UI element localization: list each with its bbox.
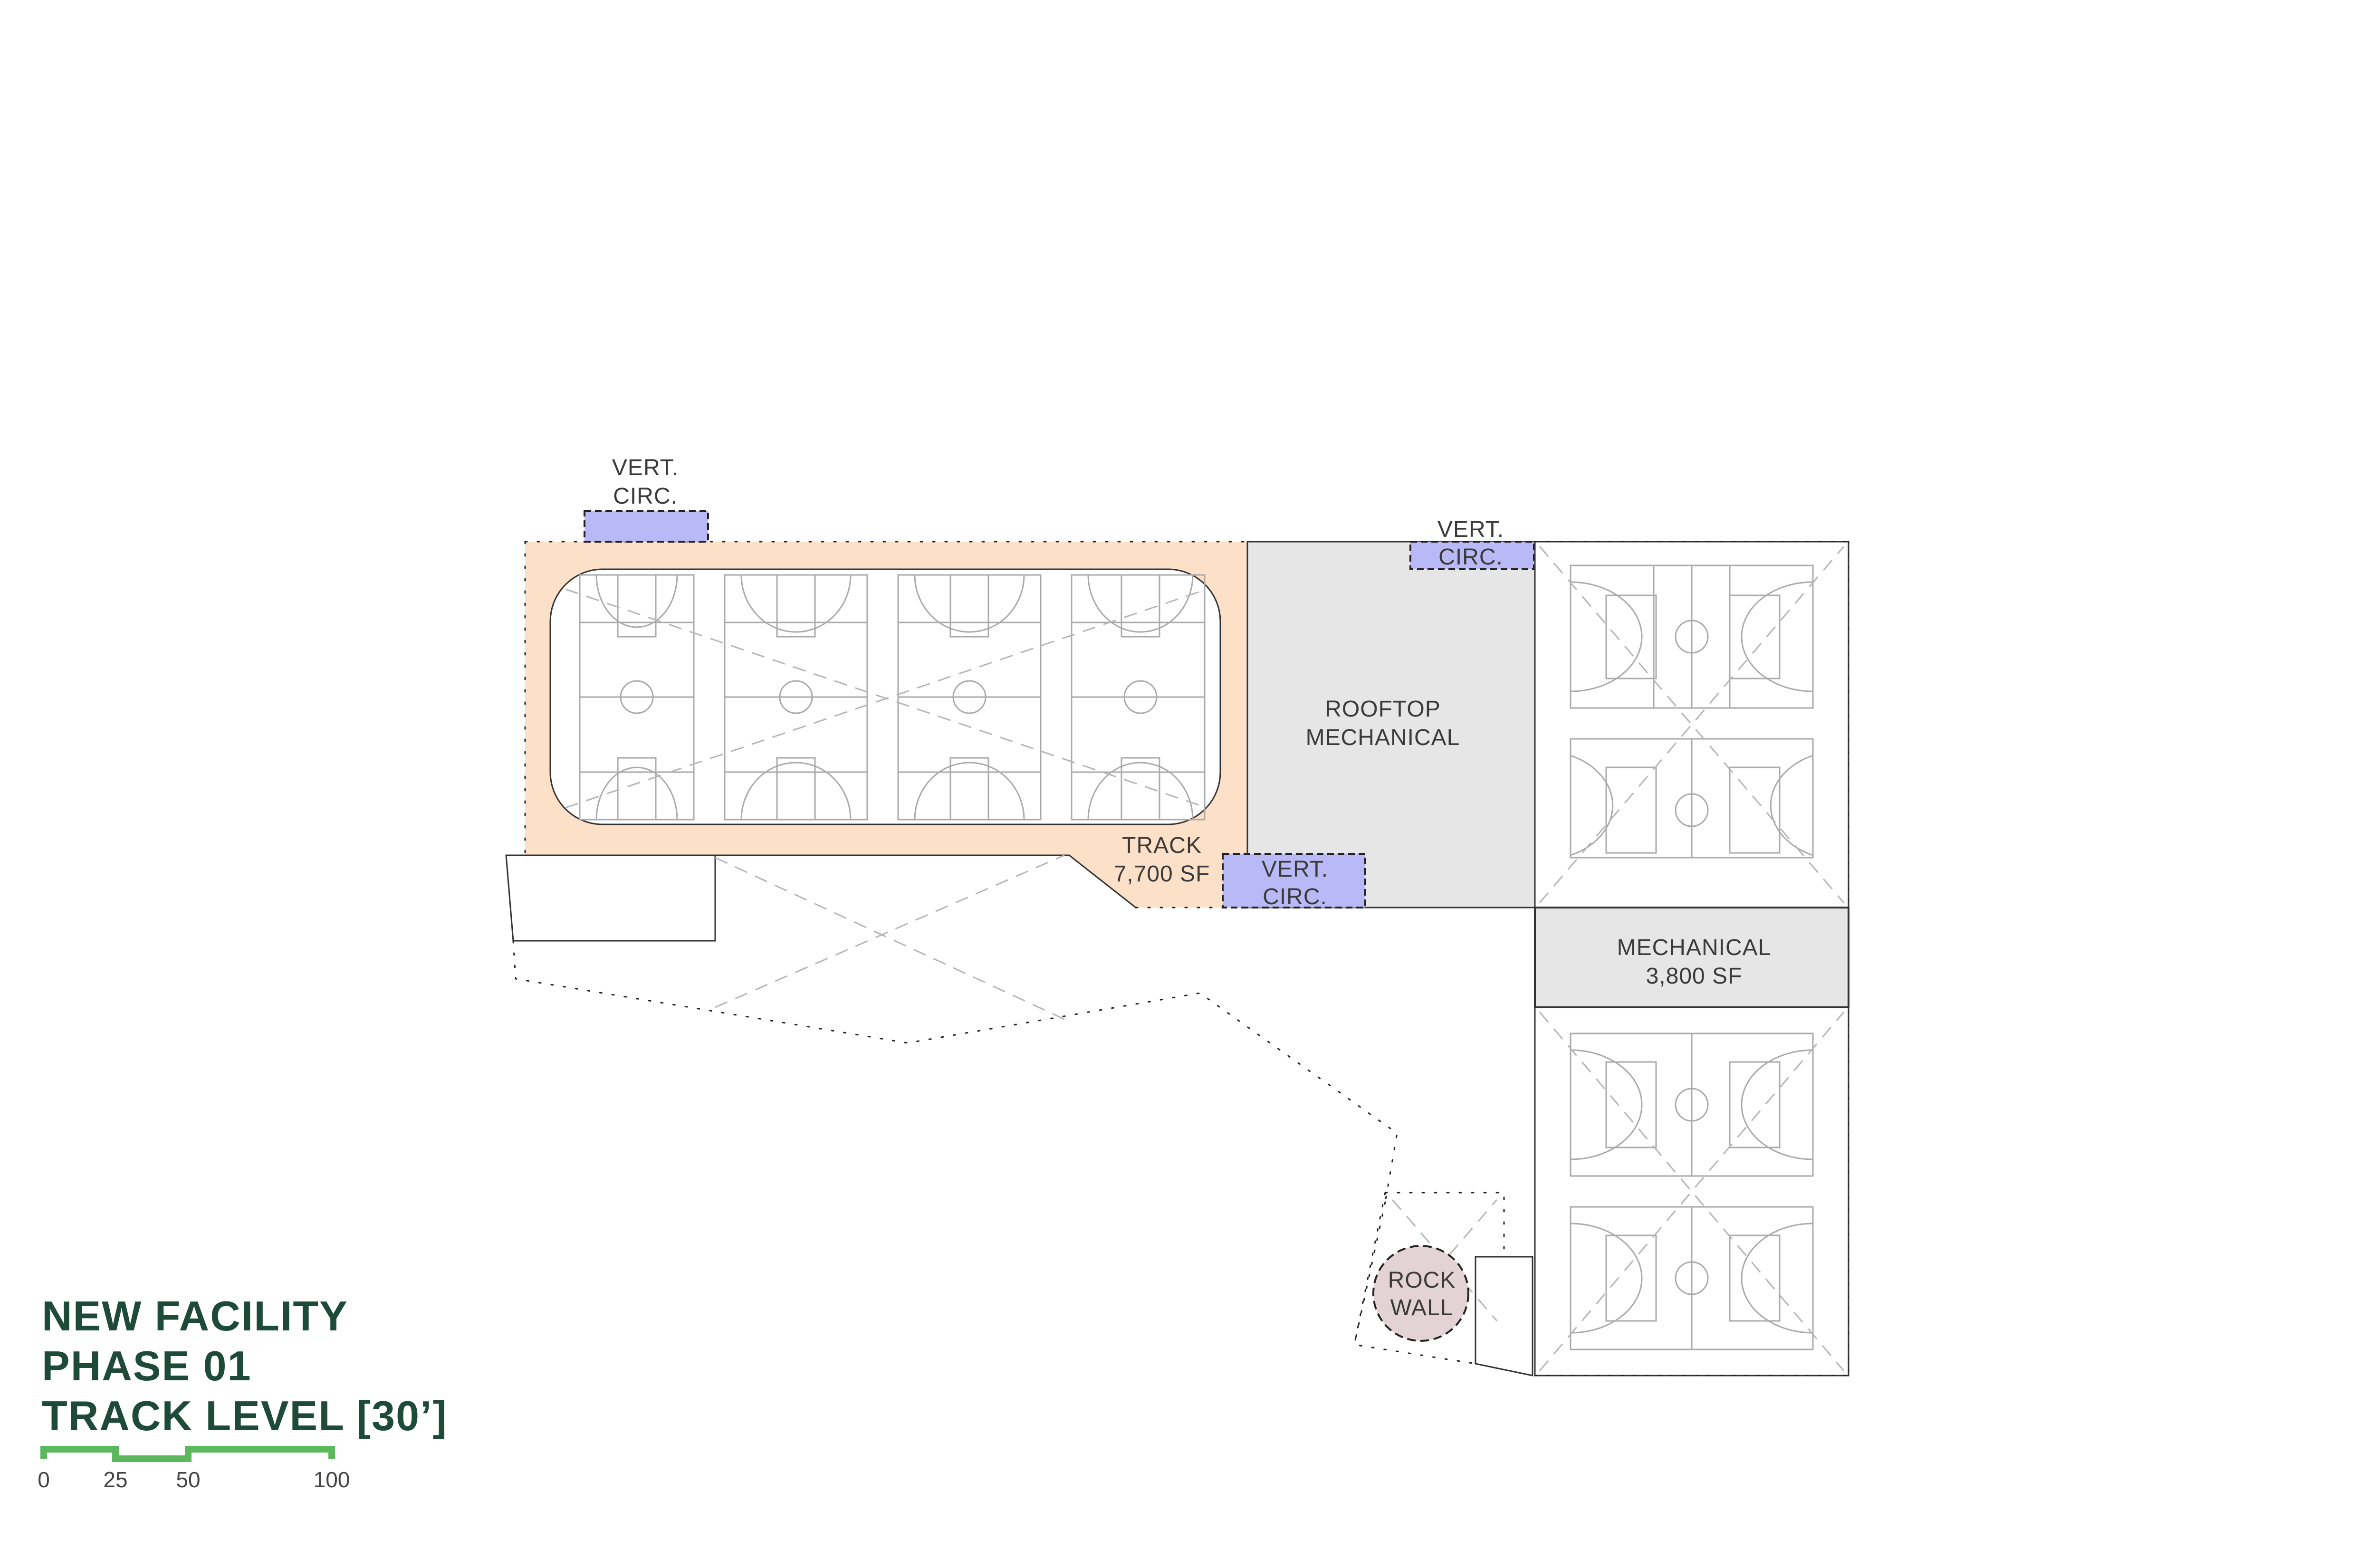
mechanical-area	[1534, 907, 1849, 1008]
rock-wall-label-1: ROCK	[1388, 1268, 1456, 1293]
vert-circ-top-box	[584, 510, 709, 543]
court-8	[1570, 1206, 1814, 1350]
vert-circ-top-label-1: VERT.	[612, 455, 679, 480]
mechanical-label-2: 3,800 SF	[1646, 964, 1743, 989]
court-4	[1071, 574, 1206, 821]
vert-circ-top-label-2: CIRC.	[613, 484, 678, 509]
vert-circ-bottom-box	[1222, 853, 1366, 908]
vert-circ-right-label-1: VERT.	[1437, 517, 1504, 542]
track-courts	[579, 574, 1206, 821]
rock-wall-circle	[1372, 1245, 1469, 1342]
low-roof-block	[505, 854, 716, 942]
running-track-oval	[549, 568, 1221, 825]
track-open-to-below	[565, 588, 1207, 809]
vert-circ-right-label-2: CIRC.	[1438, 545, 1503, 570]
mechanical-label-1: MECHANICAL	[1617, 935, 1772, 960]
rooftop-mech-area	[1246, 541, 1536, 908]
right-courts-upper	[1539, 546, 1845, 903]
title-line-2: PHASE 01	[42, 1342, 252, 1389]
stair-block	[1475, 1256, 1533, 1377]
rock-wall-enclosure	[1353, 1192, 1505, 1365]
rock-wall-label-2: WALL	[1390, 1295, 1454, 1320]
right-wing-dots	[1534, 541, 1849, 1377]
scale-bar: 0 25 50 100	[38, 1446, 350, 1492]
track-edge	[525, 854, 1136, 908]
vert-circ-right-box	[1409, 541, 1535, 570]
right-wing-outline	[1534, 541, 1849, 1377]
track-label-1: TRACK	[1122, 833, 1202, 858]
scale-bar-segments	[40, 1446, 335, 1462]
court-6	[1570, 738, 1814, 859]
court-1	[579, 574, 695, 821]
court-2	[724, 574, 868, 821]
scale-tick-100: 100	[314, 1467, 350, 1492]
title-line-1: NEW FACILITY	[42, 1292, 348, 1339]
right-courts-lower	[1539, 1012, 1845, 1371]
rooftop-mech-label-2: MECHANICAL	[1306, 725, 1460, 750]
court-3	[897, 574, 1042, 821]
scale-tick-25: 25	[103, 1467, 127, 1492]
title-line-3: TRACK LEVEL [30’]	[42, 1392, 448, 1439]
scale-tick-0: 0	[38, 1467, 50, 1492]
vert-circ-bottom-label-1: VERT.	[1262, 857, 1328, 882]
scale-tick-50: 50	[176, 1467, 200, 1492]
court-5	[1570, 564, 1814, 709]
vert-circ-bottom-label-2: CIRC.	[1263, 884, 1327, 909]
track-label-2: 7,700 SF	[1114, 861, 1210, 887]
open-below-outline	[512, 940, 1398, 1346]
rooftop-mech-label-1: ROOFTOP	[1325, 697, 1440, 722]
track-boundary	[524, 541, 1248, 908]
open-below-x	[715, 854, 1065, 1020]
court-7	[1570, 1033, 1814, 1177]
